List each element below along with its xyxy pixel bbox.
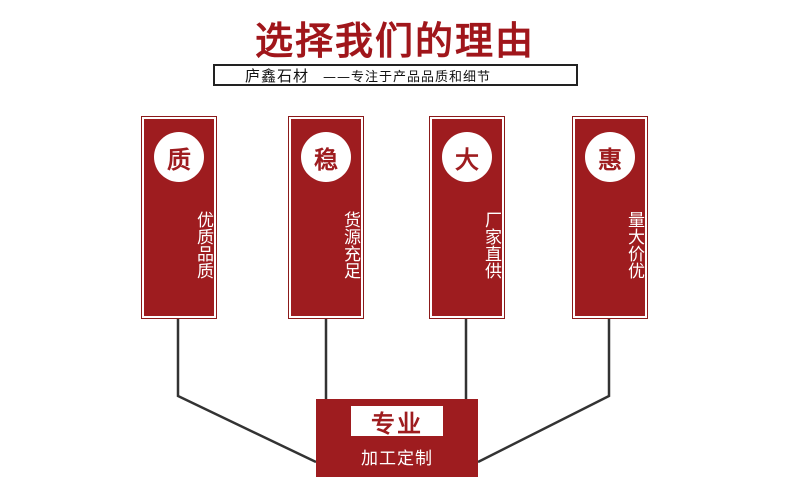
- reason-card-discount: 惠 量大价优: [572, 116, 648, 319]
- connector-line-4: [477, 318, 611, 464]
- card-text: 量大价优: [624, 211, 644, 279]
- slogan: ——专注于产品品质和细节: [323, 69, 492, 85]
- brand-name: 庐鑫石材: [245, 66, 310, 85]
- professional-text: 加工定制: [361, 449, 433, 469]
- reason-card-quality: 质 优质品质: [141, 116, 217, 319]
- card-circle: 惠: [585, 132, 635, 182]
- connector-line-1: [176, 318, 317, 464]
- reason-card-stable: 稳 货源充足: [288, 116, 364, 319]
- card-circle: 大: [442, 132, 492, 182]
- reason-card-big: 大 厂家直供: [429, 116, 505, 319]
- card-circle: 稳: [301, 132, 351, 182]
- professional-box: 专业 加工定制: [316, 399, 478, 477]
- card-text: 优质品质: [193, 211, 213, 279]
- professional-heading: 专业: [351, 406, 443, 438]
- card-text: 厂家直供: [481, 211, 501, 279]
- card-text: 货源充足: [340, 211, 360, 279]
- page-title: 选择我们的理由: [254, 19, 535, 63]
- card-circle: 质: [154, 132, 204, 182]
- subtitle-banner: 庐鑫石材 ——专注于产品品质和细节: [213, 64, 578, 86]
